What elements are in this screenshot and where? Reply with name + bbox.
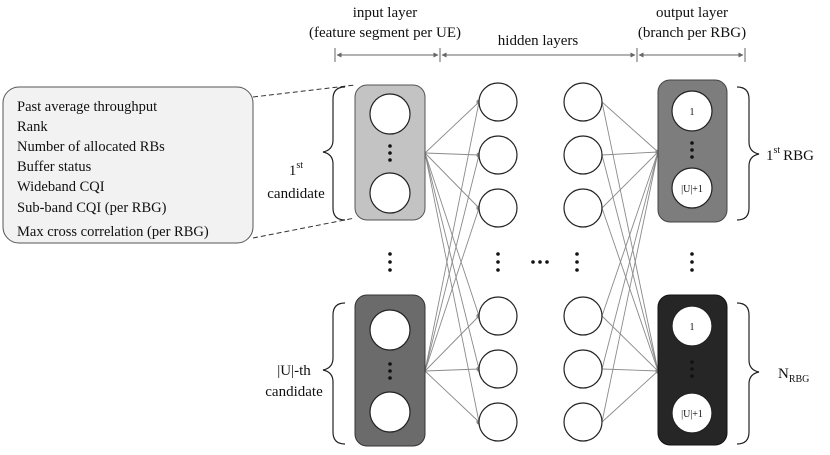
input-nodes xyxy=(369,93,411,433)
feature-item: Max cross correlation (per RBG) xyxy=(17,224,209,240)
output-layer-subtitle: (branch per RBG) xyxy=(638,25,746,41)
network-edge xyxy=(424,152,480,423)
hidden-node xyxy=(478,296,518,336)
output-node xyxy=(671,392,713,434)
network-edge xyxy=(601,154,659,372)
hidden-node xyxy=(478,349,518,389)
network-edge xyxy=(424,207,480,372)
hidden-node xyxy=(563,188,603,228)
network-edge xyxy=(424,152,480,156)
hidden-node xyxy=(563,402,603,442)
network-edge xyxy=(601,207,659,372)
network-edge xyxy=(601,151,659,370)
hidden-node xyxy=(478,135,518,175)
hidden-node xyxy=(478,402,518,442)
output-node-label: |U|+1 xyxy=(681,409,703,420)
hidden-layers-title: hidden layers xyxy=(498,33,579,49)
output-layer-title: output layer xyxy=(656,5,728,21)
feature-list-box xyxy=(2,86,254,244)
network-edge xyxy=(424,368,480,372)
first-candidate-word: candidate xyxy=(267,186,325,202)
output-node xyxy=(671,167,713,209)
hidden-node xyxy=(563,296,603,336)
brace-first-rbg xyxy=(736,86,760,221)
network-edge xyxy=(424,154,480,372)
callout-line-top xyxy=(252,84,356,98)
network-edge xyxy=(601,151,659,317)
output-node-label: |U|+1 xyxy=(681,184,703,195)
feature-item: Past average throughput xyxy=(17,99,157,115)
network-edge xyxy=(601,151,659,156)
hidden-nodes xyxy=(478,82,603,442)
input-node xyxy=(369,309,411,351)
last-rbg-label: NRBG xyxy=(778,366,809,385)
last-candidate-word: candidate xyxy=(265,384,323,400)
network-edge xyxy=(601,370,659,423)
output-node-label: 1 xyxy=(690,322,695,333)
output-node xyxy=(671,90,713,132)
brace-first-candidate xyxy=(322,86,346,221)
network-edge xyxy=(601,315,659,372)
vertical-ellipses xyxy=(388,141,694,380)
network-edge xyxy=(424,370,480,423)
feature-item: Number of allocated RBs xyxy=(17,139,165,155)
hidden-node xyxy=(478,188,518,228)
last-candidate-label: |U|-th xyxy=(277,363,311,379)
hidden-node xyxy=(478,82,518,122)
feature-item: Wideband CQI xyxy=(17,179,105,195)
feature-item: Buffer status xyxy=(17,159,92,175)
network-edge xyxy=(601,151,659,209)
network-edge xyxy=(424,152,480,370)
input-node xyxy=(369,172,411,214)
hidden-node xyxy=(563,349,603,389)
brace-last-candidate xyxy=(322,302,346,445)
network-edges xyxy=(424,99,661,425)
output-node-label: 1 xyxy=(690,107,695,118)
output-nodes xyxy=(671,90,713,434)
input-layer-subtitle: (feature segment per UE) xyxy=(309,25,461,41)
input-node xyxy=(369,93,411,135)
header-span-arrows xyxy=(334,48,746,62)
network-edge xyxy=(601,151,659,423)
brace-last-rbg xyxy=(736,302,760,445)
feature-item: Sub-band CQI (per RBG) xyxy=(17,200,167,216)
network-edge xyxy=(601,101,659,372)
network-edge xyxy=(601,368,659,372)
input-node xyxy=(369,391,411,433)
network-edge xyxy=(424,152,480,209)
output-node xyxy=(671,305,713,347)
hidden-node xyxy=(563,82,603,122)
feature-item: Rank xyxy=(17,119,48,135)
first-candidate-label: 1st xyxy=(289,160,303,179)
network-edge xyxy=(424,315,480,372)
hidden-node xyxy=(563,135,603,175)
input-layer-title: input layer xyxy=(353,5,418,21)
network-edge xyxy=(601,101,659,153)
network-edge xyxy=(424,101,480,154)
callout-line-bottom xyxy=(252,217,356,239)
feature-list: Past average throughput Rank Number of a… xyxy=(17,99,209,240)
network-edge xyxy=(424,101,480,372)
